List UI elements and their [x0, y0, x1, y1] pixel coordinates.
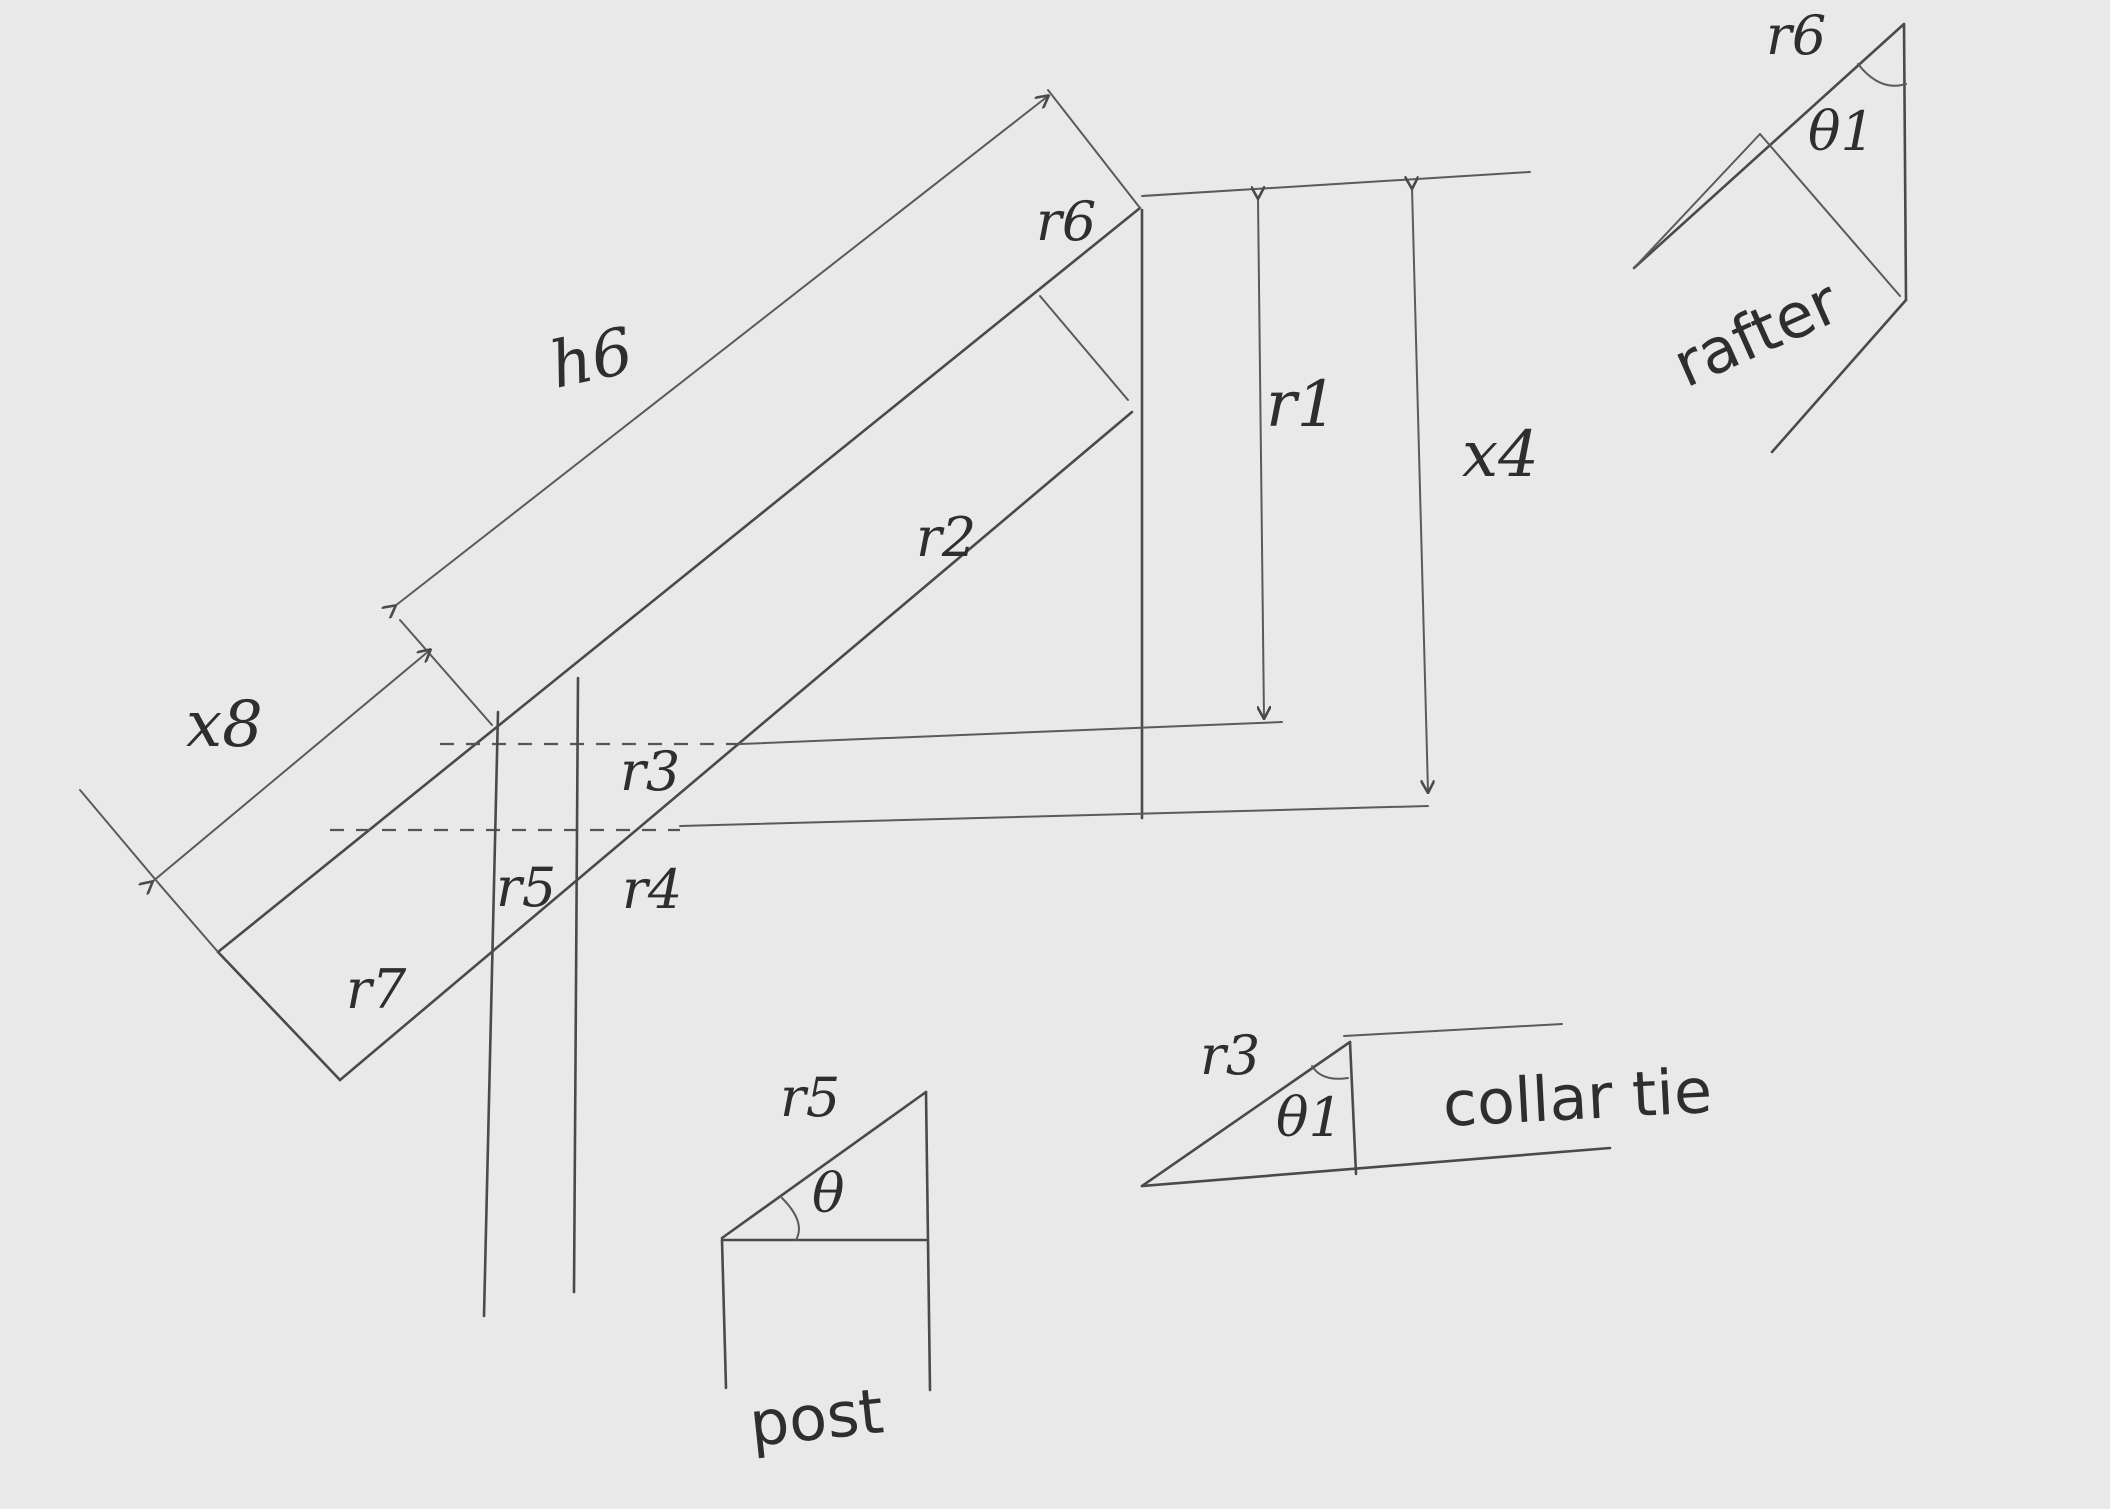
label-r2: r2 [916, 506, 976, 569]
horizontal-references: r3 r4 [330, 721, 1429, 921]
collar-tie-detail: r3 θ1 collar tie [1140, 1023, 1714, 1188]
h6-extension-top [1047, 89, 1141, 209]
collar-detail-angle-arc [1311, 1065, 1349, 1080]
ridge-cut [1039, 295, 1129, 401]
post-detail: r5 θ post [720, 1066, 932, 1461]
rafter-tail-cut [216, 950, 342, 1082]
top-reference-line [1141, 171, 1531, 197]
rafter-detail-lower-edge [1633, 133, 1761, 269]
rafter-detail-bottom-edge [1770, 298, 1908, 454]
label-r7: r7 [346, 958, 407, 1021]
label-x8: x8 [186, 688, 263, 762]
x8-dimension-line [152, 650, 430, 882]
h6-dimension: h6 [395, 89, 1141, 606]
r1-dimension-line [1258, 198, 1264, 718]
r4-level-line [679, 805, 1429, 827]
rafter-detail: r6 θ1 rafter [1632, 4, 1908, 454]
seat-guide [399, 619, 493, 726]
label-x4: x4 [1462, 418, 1539, 492]
post-detail-name: post [746, 1374, 887, 1461]
label-h6: h6 [544, 314, 640, 403]
collar-detail-vertical [1348, 1040, 1358, 1176]
post-detail-angle-arc [781, 1197, 800, 1241]
ridge-vertical: r1 x4 [1140, 171, 1539, 820]
label-r4: r4 [622, 858, 682, 921]
r3-level-line [739, 721, 1283, 745]
post-lines: r5 r7 [346, 676, 580, 1318]
collar-detail-top [1343, 1023, 1563, 1037]
label-r5: r5 [496, 856, 556, 919]
post-detail-theta: θ [812, 1162, 845, 1225]
post-detail-left-edge [720, 1238, 728, 1390]
rafter-detail-vertical [1902, 22, 1908, 302]
rafter-detail-r6: r6 [1766, 4, 1826, 67]
post-detail-right-edge [924, 1090, 932, 1392]
post-detail-r5: r5 [780, 1066, 840, 1129]
collar-detail-slope [1140, 1040, 1352, 1188]
rafter-detail-angle-arc [1857, 63, 1907, 87]
rafter-detail-theta: θ1 [1808, 100, 1875, 163]
tail-guide-line-2 [159, 884, 219, 953]
label-r1: r1 [1266, 368, 1337, 442]
tail-guide-line [79, 789, 161, 886]
label-r3: r3 [620, 740, 680, 803]
collar-detail-base [1140, 1146, 1612, 1188]
post-detail-slope [720, 1090, 928, 1240]
post-left-edge [482, 710, 500, 1318]
post-right-edge [572, 676, 580, 1294]
rafter-top-edge [216, 206, 1142, 954]
collar-detail-name: collar tie [1441, 1054, 1714, 1141]
h6-dimension-line [395, 96, 1048, 606]
rafter-detail-name: rafter [1662, 265, 1849, 402]
rafter-bottom-edge [338, 410, 1134, 1082]
label-r6: r6 [1036, 190, 1096, 253]
collar-detail-r3: r3 [1200, 1024, 1260, 1087]
collar-detail-theta: θ1 [1276, 1086, 1343, 1149]
rafter-detail-cut [1759, 133, 1901, 297]
x4-dimension-line [1412, 188, 1428, 792]
x8-dimension: x8 [152, 650, 430, 882]
